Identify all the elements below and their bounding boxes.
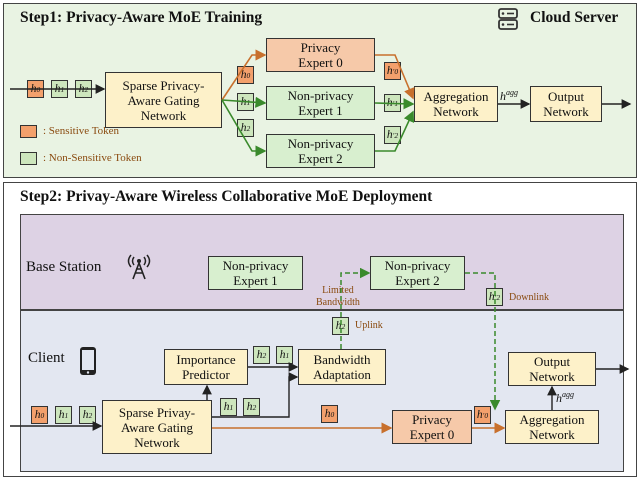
- step2-gating-network: Sparse Privay- Aware Gating Network: [102, 400, 212, 454]
- step2-aggregation-network: Aggregation Network: [505, 410, 599, 444]
- smartphone-icon: [79, 346, 97, 381]
- step2-h-agg-label: hagg: [556, 390, 574, 405]
- step2-privacy-expert-0: Privacy Expert 0: [392, 410, 472, 444]
- step1-non-privacy-expert-1: Non-privacy Expert 1: [266, 86, 375, 120]
- token-h2-prime: h′2: [384, 126, 401, 144]
- step1-title: Step1: Privacy-Aware MoE Training: [20, 9, 263, 26]
- step1-privacy-expert-0: Privacy Expert 0: [266, 38, 375, 72]
- step2-output-network: Output Network: [508, 352, 596, 386]
- limited-bandwidth-label: Limited Bandwidth: [316, 285, 360, 308]
- client-label: Client: [28, 350, 65, 366]
- bandwidth-adaptation: Bandwidth Adaptation: [298, 349, 386, 385]
- antenna-tower-icon: [126, 254, 152, 285]
- legend-sensitive-swatch: [20, 125, 37, 138]
- uplink-label: Uplink: [355, 320, 383, 331]
- base-station-region: [20, 214, 624, 310]
- token-h0-prime: h′0: [384, 62, 401, 80]
- cloud-server-label: Cloud Server: [530, 9, 619, 26]
- client-token-h0-prime: h′0: [474, 406, 491, 424]
- legend-sensitive-label: : Sensitive Token: [43, 125, 120, 137]
- bs-non-privacy-expert-1: Non-privacy Expert 1: [208, 256, 303, 290]
- downlink-label: Downlink: [509, 292, 549, 303]
- downlink-token-h2-prime: h′2: [486, 288, 503, 306]
- step2-title: Step2: Privay-Aware Wireless Collaborati…: [20, 188, 433, 205]
- server-rack-icon: [496, 8, 520, 35]
- step1-aggregation-network: Aggregation Network: [414, 86, 498, 122]
- step1-h-agg-label: hagg: [500, 88, 518, 103]
- legend-nonsensitive-swatch: [20, 152, 37, 165]
- legend-nonsensitive-label: : Non-Sensitive Token: [43, 152, 142, 164]
- base-station-label: Base Station: [26, 259, 102, 275]
- step1-non-privacy-expert-2: Non-privacy Expert 2: [266, 134, 375, 168]
- step1-output-network: Output Network: [530, 86, 602, 122]
- importance-predictor: Importance Predictor: [164, 349, 248, 385]
- step1-gating-network: Sparse Privacy- Aware Gating Network: [105, 72, 222, 128]
- bs-non-privacy-expert-2: Non-privacy Expert 2: [370, 256, 465, 290]
